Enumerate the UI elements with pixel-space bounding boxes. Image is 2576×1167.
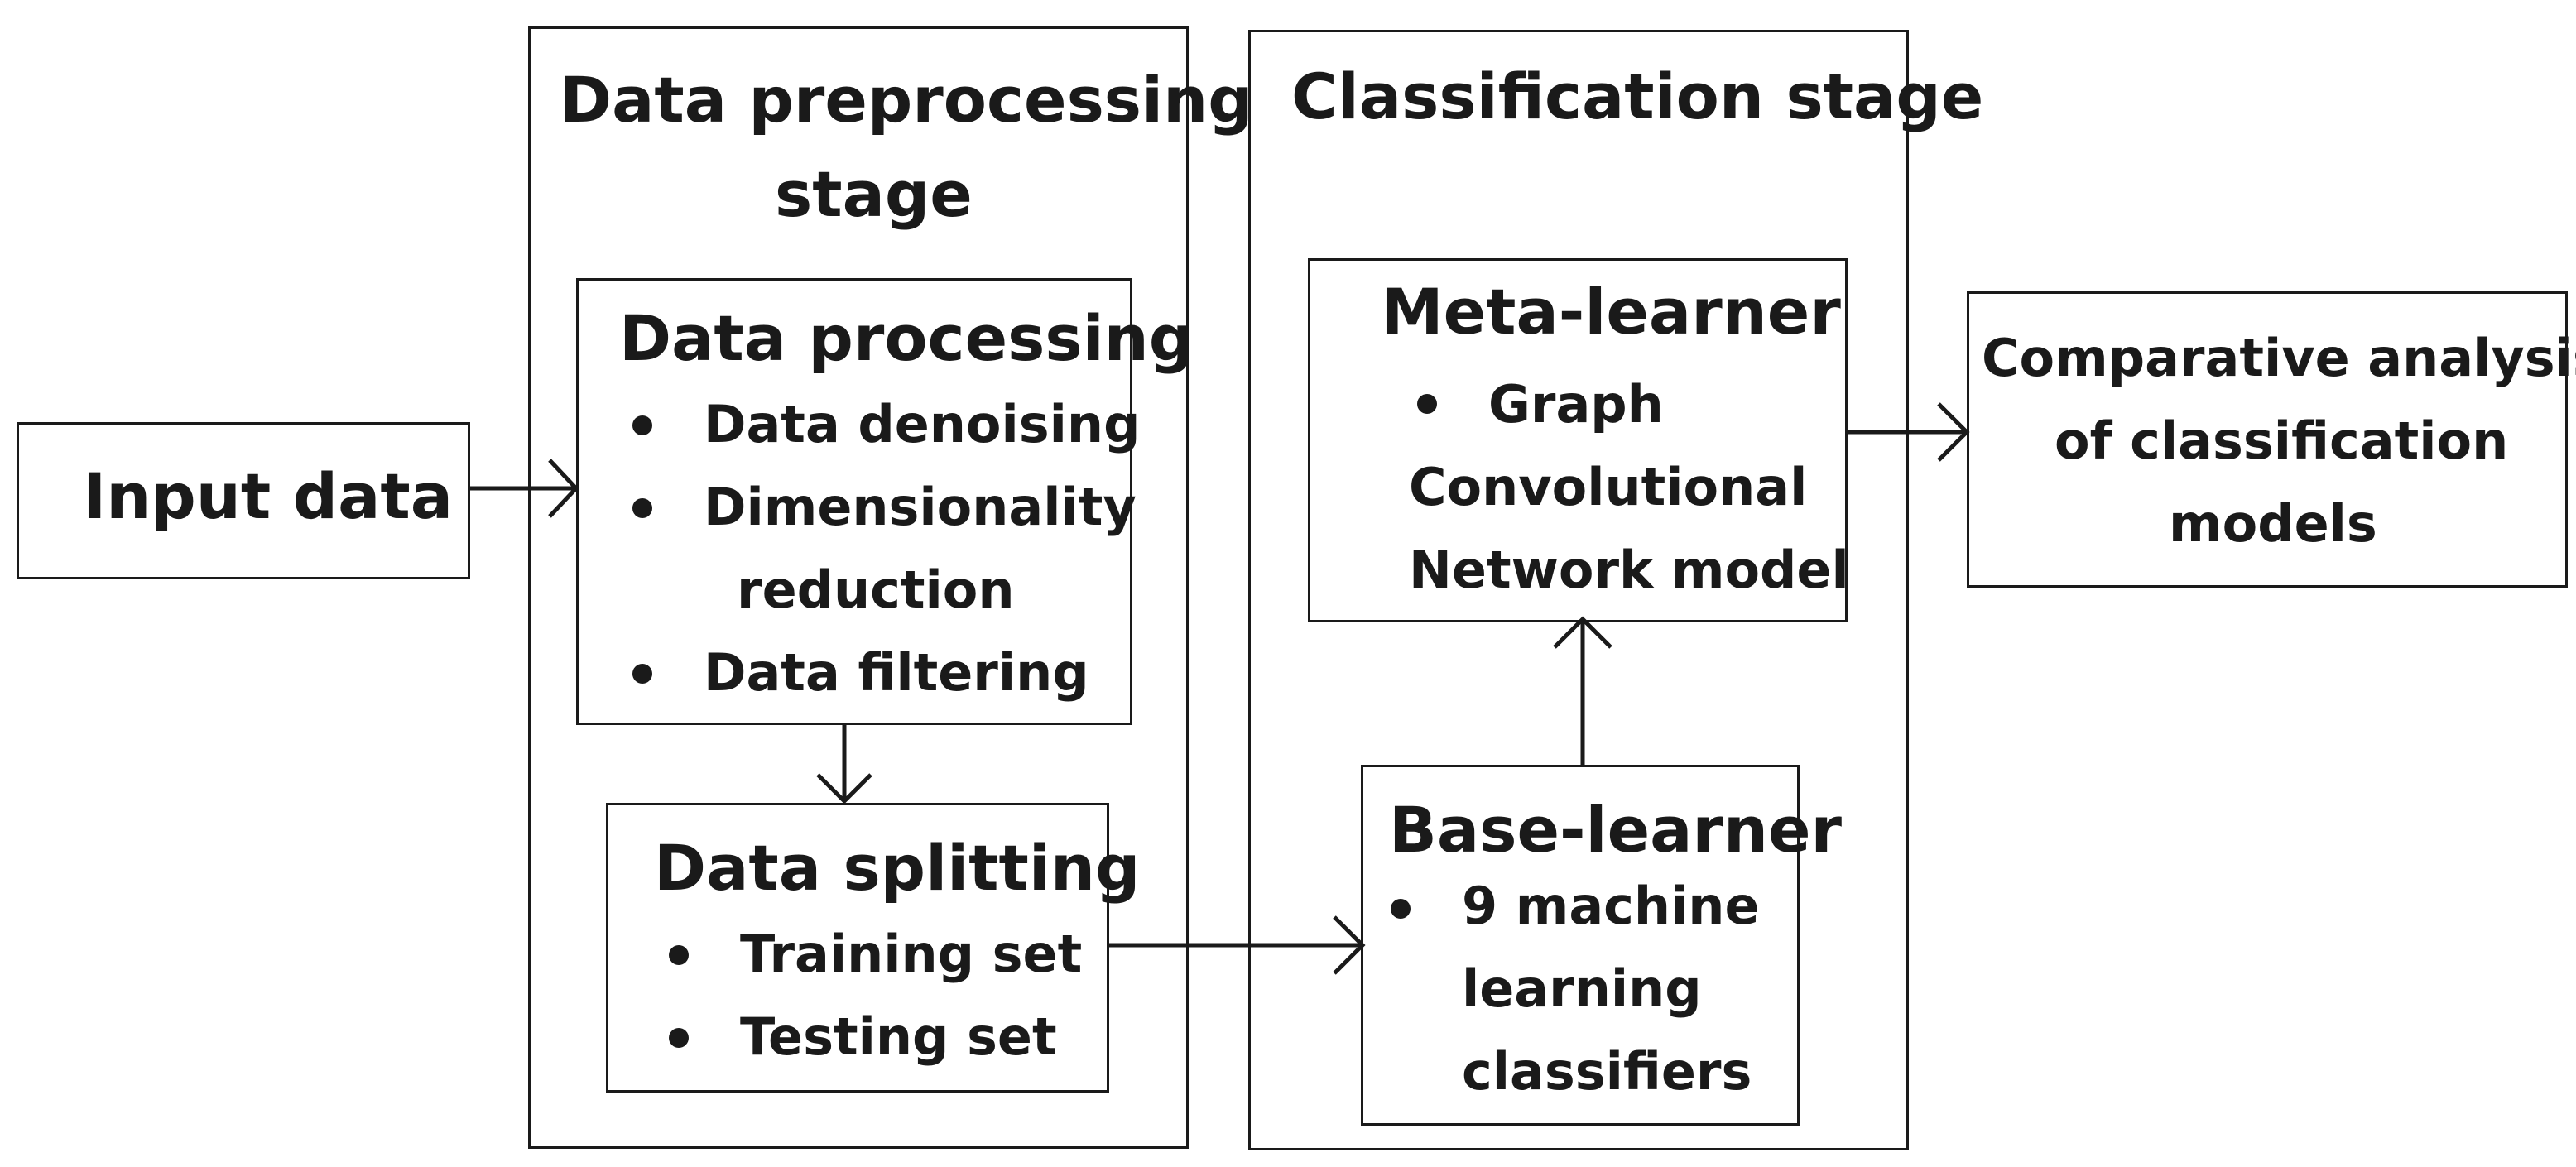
base-learner-title: Base-learner [1389, 793, 1843, 867]
classification-stage-title: Classification stage [1291, 60, 1984, 133]
data-splitting-box [606, 803, 1109, 1093]
data-processing-box [576, 278, 1132, 725]
testing-set-item: Testing set [740, 1006, 1057, 1067]
comparative-analysis-box [1967, 291, 2568, 588]
comparative-analysis-line-1: Comparative analysis [1982, 328, 2576, 388]
bullet-icon [1417, 394, 1437, 414]
base-learner-box [1361, 765, 1800, 1126]
base-learner-line-1: 9 machine [1462, 876, 1760, 936]
classification-stage-box [1248, 30, 1909, 1150]
arrow-base-to-meta-learner [1553, 616, 1612, 766]
input-data-box [17, 422, 470, 579]
data-splitting-title: Data splitting [654, 831, 1141, 905]
preprocessing-stage-box [528, 26, 1189, 1149]
base-learner-line-2: learning [1462, 958, 1702, 1019]
data-denoising-item: Data denoising [704, 394, 1141, 454]
data-filtering-item: Data filtering [704, 642, 1089, 703]
data-processing-title: Data processing [619, 301, 1194, 375]
bullet-icon [632, 664, 652, 684]
meta-learner-line-3: Network model [1409, 540, 1849, 600]
bullet-icon [632, 498, 652, 518]
meta-learner-title: Meta-learner [1381, 275, 1841, 348]
comparative-analysis-line-2: of classification [2055, 411, 2509, 471]
reduction-item: reduction [737, 559, 1015, 620]
meta-learner-line-1: Graph [1488, 374, 1664, 435]
bullet-icon [669, 1028, 689, 1048]
dimensionality-item: Dimensionality [704, 477, 1137, 537]
base-learner-line-3: classifiers [1462, 1041, 1752, 1102]
training-set-item: Training set [740, 924, 1083, 984]
bullet-icon [1391, 899, 1411, 919]
comparative-analysis-line-3: models [2169, 493, 2377, 554]
preprocessing-stage-title-line1: Data preprocessing [560, 63, 1253, 137]
input-data-label: Input data [83, 459, 453, 533]
meta-learner-line-2: Convolutional [1409, 457, 1808, 517]
arrow-processing-to-splitting [816, 725, 872, 804]
meta-learner-box [1308, 258, 1848, 622]
bullet-icon [669, 945, 689, 965]
preprocessing-stage-title-line2: stage [775, 157, 973, 231]
bullet-icon [632, 415, 652, 435]
